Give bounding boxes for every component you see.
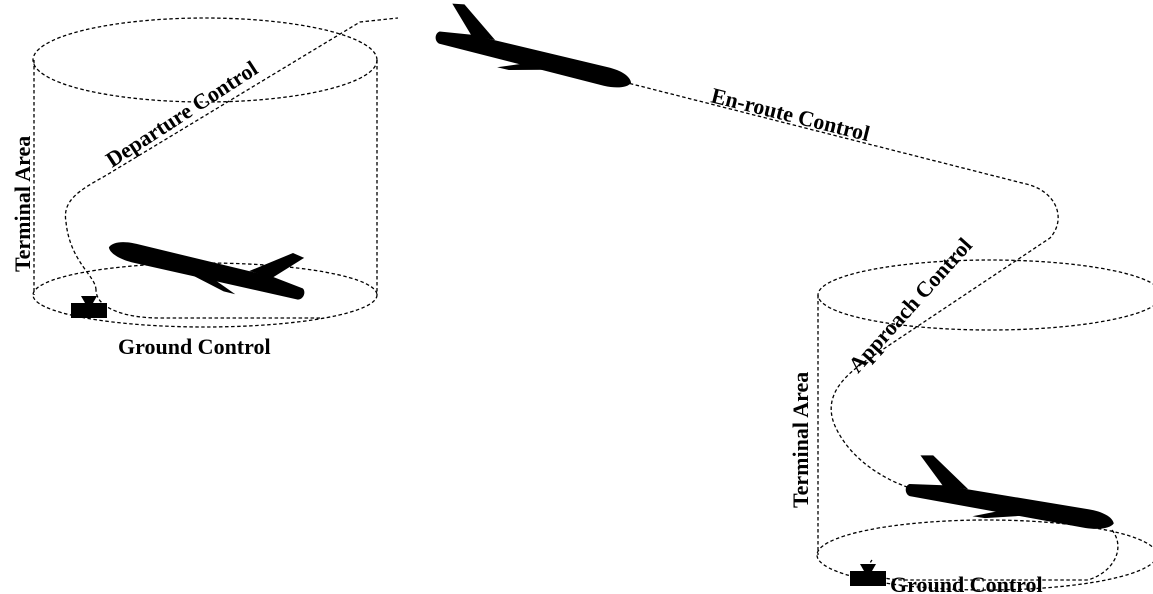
airplane-icon-departing	[105, 209, 314, 311]
terminal-area-left-label: Terminal Area	[10, 136, 35, 272]
tower-icon-right	[850, 564, 886, 586]
tower-icon-left	[71, 296, 107, 318]
approach-control-label: Approach Control	[843, 233, 977, 378]
ground-control-right-label: Ground Control	[890, 572, 1043, 594]
en-route-control-label: En-route Control	[709, 83, 873, 147]
flight-path	[64, 17, 1119, 581]
right-terminal-area-cylinder	[816, 259, 1153, 591]
right-cylinder-bottom-ellipse	[816, 519, 1153, 591]
airplane-icon-arriving	[903, 451, 1120, 539]
ground-control-left-label: Ground Control	[118, 334, 271, 359]
terminal-area-right-label: Terminal Area	[788, 372, 813, 508]
airplane-icon-en-route	[432, 0, 640, 98]
right-cylinder-top-ellipse	[817, 259, 1153, 331]
left-terminal-area-cylinder	[32, 17, 378, 328]
departure-control-label: Departure Control	[101, 55, 262, 172]
